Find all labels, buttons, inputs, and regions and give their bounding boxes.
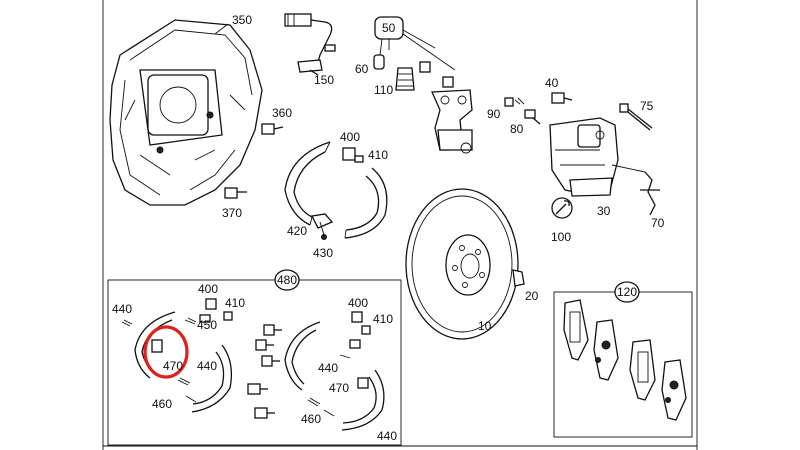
brake-caliper bbox=[549, 117, 646, 197]
callout-20: 20 bbox=[525, 289, 539, 303]
callout-40: 40 bbox=[545, 76, 559, 90]
callout-75: 75 bbox=[640, 99, 654, 113]
callout-350: 350 bbox=[232, 13, 252, 27]
kit-480-badge bbox=[274, 269, 300, 291]
disc-screw bbox=[512, 269, 525, 287]
kit-shoe-right-set bbox=[284, 311, 385, 431]
callout-90: 90 bbox=[487, 107, 501, 121]
splash-shield bbox=[109, 19, 263, 206]
callout-440c: 440 bbox=[318, 361, 338, 375]
callout-10: 10 bbox=[478, 319, 492, 333]
wrench-icon bbox=[551, 197, 573, 219]
callout-360: 360 bbox=[272, 106, 292, 120]
callout-470b: 470 bbox=[329, 381, 349, 395]
highlight-circle bbox=[143, 325, 189, 379]
callout-30: 30 bbox=[597, 204, 611, 218]
adjuster-400-410 bbox=[342, 147, 364, 163]
brake-pads bbox=[563, 299, 687, 421]
callout-440a: 440 bbox=[112, 302, 132, 316]
adjuster-strut bbox=[311, 213, 334, 240]
callout-410b: 410 bbox=[225, 296, 245, 310]
callout-430: 430 bbox=[313, 246, 333, 260]
callout-400a: 400 bbox=[340, 130, 360, 144]
bolt-360 bbox=[261, 123, 284, 135]
callout-100: 100 bbox=[551, 230, 571, 244]
callout-70: 70 bbox=[651, 216, 665, 230]
kit-120-badge bbox=[614, 281, 640, 303]
callout-370: 370 bbox=[222, 206, 242, 220]
parking-brake-shoe-right bbox=[344, 167, 388, 239]
callout-400b: 400 bbox=[198, 282, 218, 296]
bolt-370 bbox=[224, 187, 247, 199]
callout-400c: 400 bbox=[348, 296, 368, 310]
kit-springs-left bbox=[121, 298, 233, 403]
caliper-carrier bbox=[431, 89, 473, 154]
callout-480: 480 bbox=[277, 273, 297, 287]
kit-50 bbox=[373, 16, 456, 91]
kit-480-frame bbox=[107, 279, 402, 446]
callout-450: 450 bbox=[197, 318, 217, 332]
kit-shoe-right bbox=[191, 344, 233, 413]
callout-80: 80 bbox=[510, 122, 524, 136]
callout-420: 420 bbox=[287, 224, 307, 238]
caliper-bolt bbox=[551, 92, 573, 104]
callout-410a: 410 bbox=[368, 148, 388, 162]
callout-60: 60 bbox=[355, 62, 369, 76]
callout-120: 120 bbox=[617, 285, 637, 299]
parking-brake-shoe-left bbox=[284, 141, 331, 226]
callout-440b: 440 bbox=[197, 359, 217, 373]
callout-440d: 440 bbox=[377, 429, 397, 443]
kit-bolts-center bbox=[247, 324, 282, 419]
guide-pin bbox=[619, 103, 653, 131]
callout-50: 50 bbox=[382, 21, 396, 35]
callout-470a: 470 bbox=[163, 359, 183, 373]
anti-rattle-spring bbox=[640, 171, 660, 216]
callout-460a: 460 bbox=[152, 397, 172, 411]
callout-150: 150 bbox=[314, 73, 334, 87]
callout-410c: 410 bbox=[373, 312, 393, 326]
wear-sensor bbox=[284, 13, 336, 76]
brake-disc bbox=[405, 188, 519, 340]
callout-460b: 460 bbox=[301, 412, 321, 426]
bleed-screw bbox=[504, 97, 541, 125]
callout-110: 110 bbox=[374, 83, 393, 97]
